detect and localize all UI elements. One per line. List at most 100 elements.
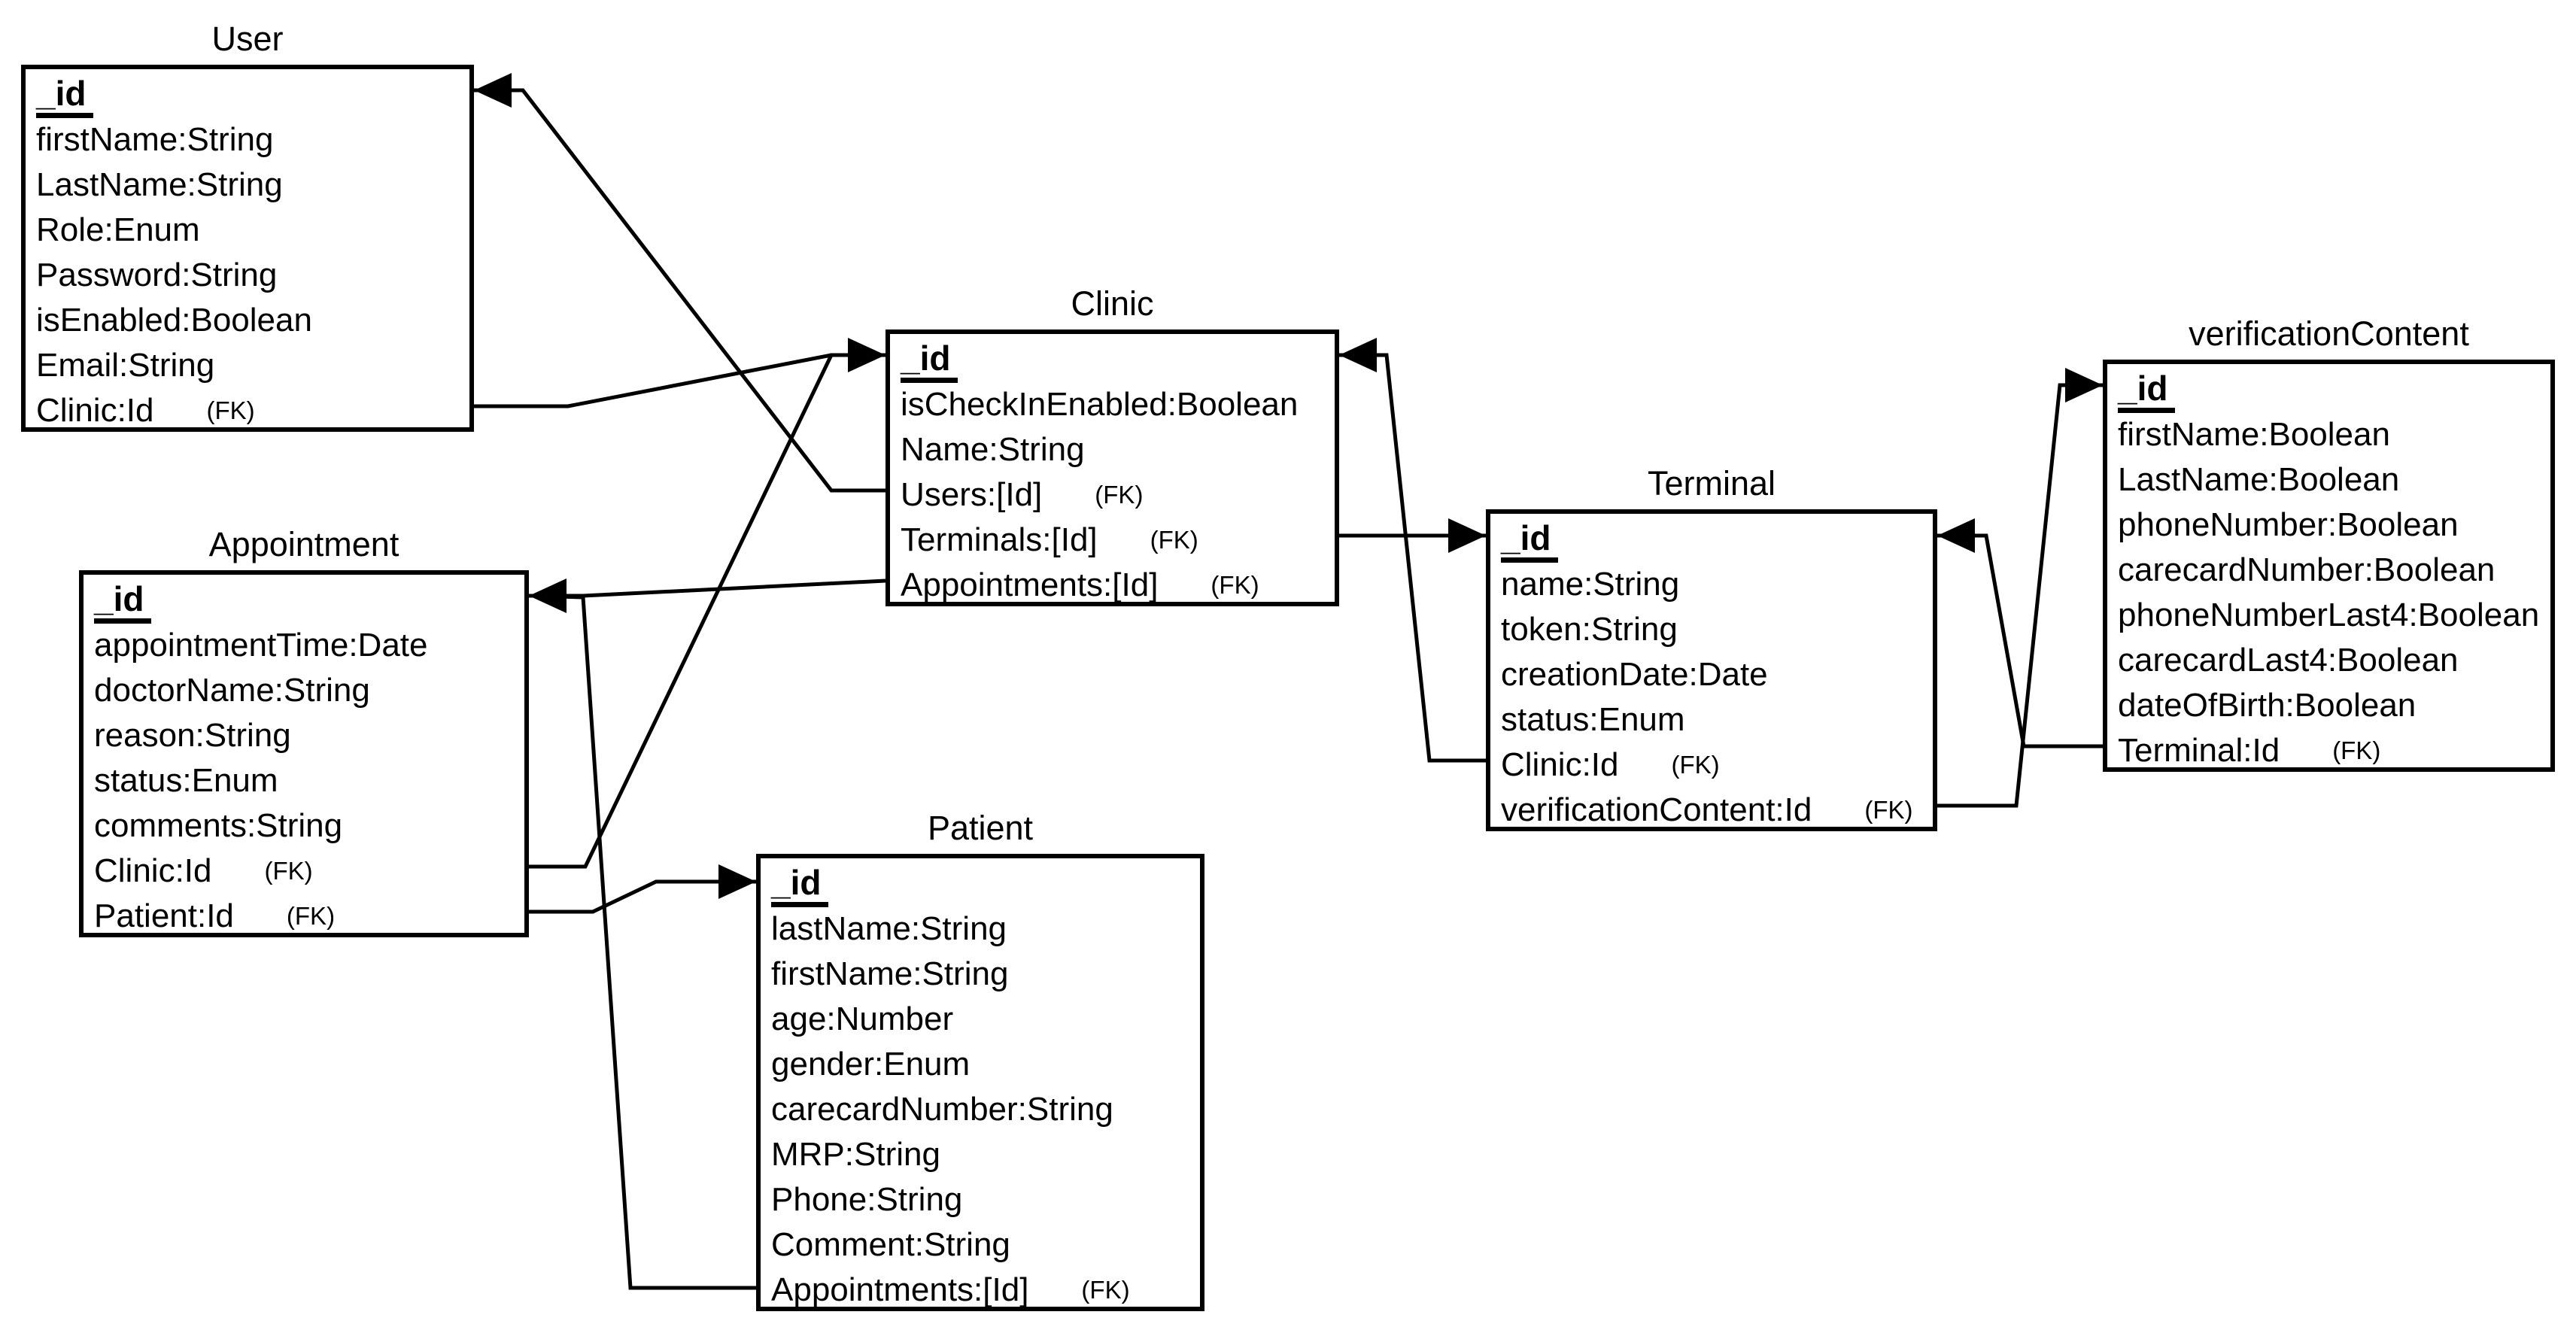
- field-row-verification-content-carecardlast4: carecardLast4:Boolean: [2107, 638, 2550, 683]
- field-row-verification-content-terminal: Terminal:Id (FK): [2107, 728, 2550, 773]
- field-row-clinic-terminals: Terminals:[Id](FK): [890, 518, 1335, 563]
- field-row-user-firstname: firstName:String: [26, 117, 469, 162]
- fk-badge: (FK): [1671, 751, 1720, 779]
- field-label: doctorName:String: [94, 672, 370, 709]
- field-label: creationDate:Date: [1501, 656, 1768, 693]
- entity-title-clinic: Clinic: [1071, 284, 1154, 323]
- field-row-verification-content-_id: _id: [2107, 367, 2550, 413]
- field-row-clinic-users: Users:[Id] (FK): [890, 472, 1335, 518]
- field-label: Terminal:Id: [2118, 732, 2280, 769]
- field-label: Name:String: [901, 431, 1085, 468]
- field-label: status:Enum: [94, 762, 278, 799]
- field-row-patient-lastname: lastName:String: [761, 906, 1200, 952]
- field-label: lastName:String: [771, 910, 1007, 947]
- field-row-user-password: Password:String: [26, 253, 469, 298]
- field-label: firstName:Boolean: [2118, 416, 2390, 453]
- field-label: age:Number: [771, 1001, 954, 1037]
- primary-key-label: _id: [36, 74, 94, 118]
- field-row-clinic-appointments: Appointments:[Id] (FK): [890, 563, 1335, 608]
- field-label: Phone:String: [771, 1181, 963, 1218]
- field-label: firstName:String: [771, 955, 1009, 992]
- relationship-clinic-appointments-to-appointment-id: [529, 578, 886, 613]
- field-label: verificationContent:Id: [1501, 791, 1812, 828]
- field-label: Patient:Id: [94, 897, 234, 934]
- entity-title-user: User: [211, 20, 284, 58]
- field-label: LastName:Boolean: [2118, 461, 2400, 498]
- field-row-patient-age: age:Number: [761, 997, 1200, 1042]
- field-label: name:String: [1501, 566, 1680, 603]
- fk-badge: (FK): [1095, 481, 1144, 509]
- field-label: Clinic:Id: [94, 852, 212, 889]
- field-row-user-clinic: Clinic:Id(FK): [26, 388, 469, 433]
- primary-key-label: _id: [901, 339, 958, 383]
- field-row-appointment-doctorname: doctorName:String: [84, 668, 524, 713]
- field-row-verification-content-carecardnumber: carecardNumber:Boolean: [2107, 548, 2550, 593]
- field-label: dateOfBirth:Boolean: [2118, 687, 2417, 724]
- primary-key-label: _id: [2118, 369, 2176, 413]
- field-row-patient-comment: Comment:String: [761, 1222, 1200, 1268]
- field-label: Comment:String: [771, 1226, 1010, 1263]
- field-row-terminal-name: name:String: [1490, 562, 1933, 607]
- field-label: Role:Enum: [36, 211, 200, 248]
- relationship-clinic-users-to-user-id: [474, 73, 886, 493]
- field-row-verification-content-dateofbirth: dateOfBirth:Boolean: [2107, 683, 2550, 728]
- fk-badge: (FK): [1211, 571, 1259, 599]
- field-label: reason:String: [94, 717, 291, 754]
- fk-badge: (FK): [1864, 796, 1913, 824]
- field-label: Password:String: [36, 257, 278, 293]
- fk-badge: (FK): [264, 857, 313, 885]
- field-row-patient-mrp: MRP:String: [761, 1132, 1200, 1177]
- field-label: Email:String: [36, 347, 215, 384]
- fk-badge: (FK): [2332, 736, 2381, 764]
- field-label: Appointments:[Id]: [771, 1271, 1029, 1308]
- field-row-user-isenabled: isEnabled:Boolean: [26, 298, 469, 343]
- field-label: comments:String: [94, 807, 343, 844]
- fk-badge: (FK): [286, 902, 336, 930]
- field-row-clinic-name: Name:String: [890, 427, 1335, 472]
- field-label: token:String: [1501, 611, 1678, 648]
- primary-key-label: _id: [771, 863, 829, 907]
- field-label: isCheckInEnabled:Boolean: [901, 386, 1299, 423]
- field-label: phoneNumber:Boolean: [2118, 506, 2459, 543]
- field-label: status:Enum: [1501, 701, 1685, 738]
- fk-badge: (FK): [1150, 526, 1198, 554]
- relationship-appointment-clinic-to-clinic-id: [529, 353, 873, 869]
- field-row-patient-_id: _id: [761, 861, 1200, 907]
- entity-title-terminal: Terminal: [1647, 464, 1776, 503]
- field-row-appointment-appointmenttime: appointmentTime:Date: [84, 623, 524, 668]
- field-row-appointment-patient: Patient:Id (FK): [84, 894, 524, 939]
- field-row-patient-firstname: firstName:String: [761, 952, 1200, 997]
- field-label: Clinic:Id: [36, 392, 154, 429]
- relationship-vc-terminal-to-terminal-id: [1937, 518, 2103, 749]
- primary-key-label: _id: [1501, 518, 1559, 563]
- field-row-patient-gender: gender:Enum: [761, 1042, 1200, 1087]
- field-label: gender:Enum: [771, 1046, 971, 1083]
- field-label: Users:[Id]: [901, 476, 1043, 513]
- field-label: Clinic:Id: [1501, 746, 1619, 783]
- relationship-terminal-vc-to-vc-id: [1937, 368, 2103, 808]
- field-label: phoneNumberLast4:Boolean: [2118, 597, 2540, 633]
- entity-title-patient: Patient: [927, 809, 1034, 847]
- field-row-patient-phone: Phone:String: [761, 1177, 1200, 1222]
- field-row-user-email: Email:String: [26, 343, 469, 388]
- field-row-terminal-clinic: Clinic:Id (FK): [1490, 742, 1933, 788]
- field-label: MRP:String: [771, 1136, 940, 1173]
- primary-key-label: _id: [94, 579, 152, 624]
- field-row-terminal-creationdate: creationDate:Date: [1490, 652, 1933, 697]
- entity-title-verification-content: verificationContent: [2189, 314, 2469, 353]
- field-row-verification-content-phonenumberlast4: phoneNumberLast4:Boolean: [2107, 593, 2550, 638]
- field-row-terminal-_id: _id: [1490, 517, 1933, 563]
- field-row-patient-carecardnumber: carecardNumber:String: [761, 1087, 1200, 1132]
- field-label: Appointments:[Id]: [901, 566, 1159, 603]
- field-row-user-role: Role:Enum: [26, 208, 469, 253]
- field-label: appointmentTime:Date: [94, 627, 428, 663]
- field-row-appointment-status: status:Enum: [84, 758, 524, 803]
- field-row-appointment-reason: reason:String: [84, 713, 524, 758]
- relationship-appointment-patient-to-patient-id: [529, 864, 756, 914]
- field-row-appointment-clinic: Clinic:Id (FK): [84, 849, 524, 894]
